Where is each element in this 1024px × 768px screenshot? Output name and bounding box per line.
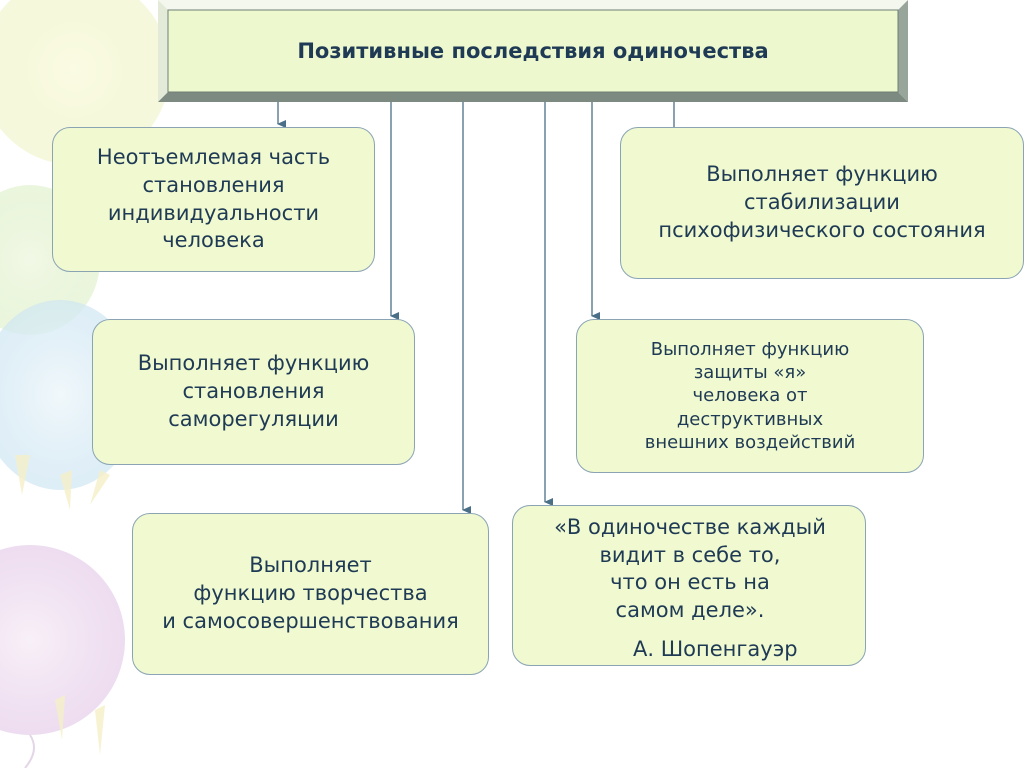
yellow-balloon: [0, 0, 170, 165]
page-title: Позитивные последствия одиночества: [297, 39, 769, 63]
box-individuality-text: Неотъемлемая часть становления индивидуа…: [96, 145, 331, 253]
box-creativity: Выполняет функцию творчества и самосовер…: [132, 513, 489, 675]
quote-author: А. Шопенгауэр: [633, 637, 798, 661]
box-stabilization-text: Выполняет функцию стабилизации психофизи…: [658, 162, 986, 242]
box-self-regulation-text: Выполняет функцию становления саморегуля…: [137, 351, 370, 431]
box-stabilization: Выполняет функцию стабилизации психофизи…: [620, 127, 1024, 279]
title-frame: Позитивные последствия одиночества: [158, 0, 908, 102]
pink-balloon: [0, 545, 125, 735]
box-self-protection-text: Выполняет функцию защиты «я» человека от…: [644, 338, 856, 454]
title-bevel: [158, 0, 908, 102]
box-individuality: Неотъемлемая часть становления индивидуа…: [52, 127, 375, 272]
quote-text: «В одиночестве каждый видит в себе то, ч…: [554, 515, 826, 623]
sparkle-rays: [15, 455, 110, 755]
box-self-regulation: Выполняет функцию становления саморегуля…: [92, 319, 415, 465]
balloon-string: [24, 734, 35, 768]
box-self-protection: Выполняет функцию защиты «я» человека от…: [576, 319, 924, 473]
box-quote: «В одиночестве каждый видит в себе то, ч…: [512, 505, 866, 666]
box-creativity-text: Выполняет функцию творчества и самосовер…: [162, 553, 459, 633]
